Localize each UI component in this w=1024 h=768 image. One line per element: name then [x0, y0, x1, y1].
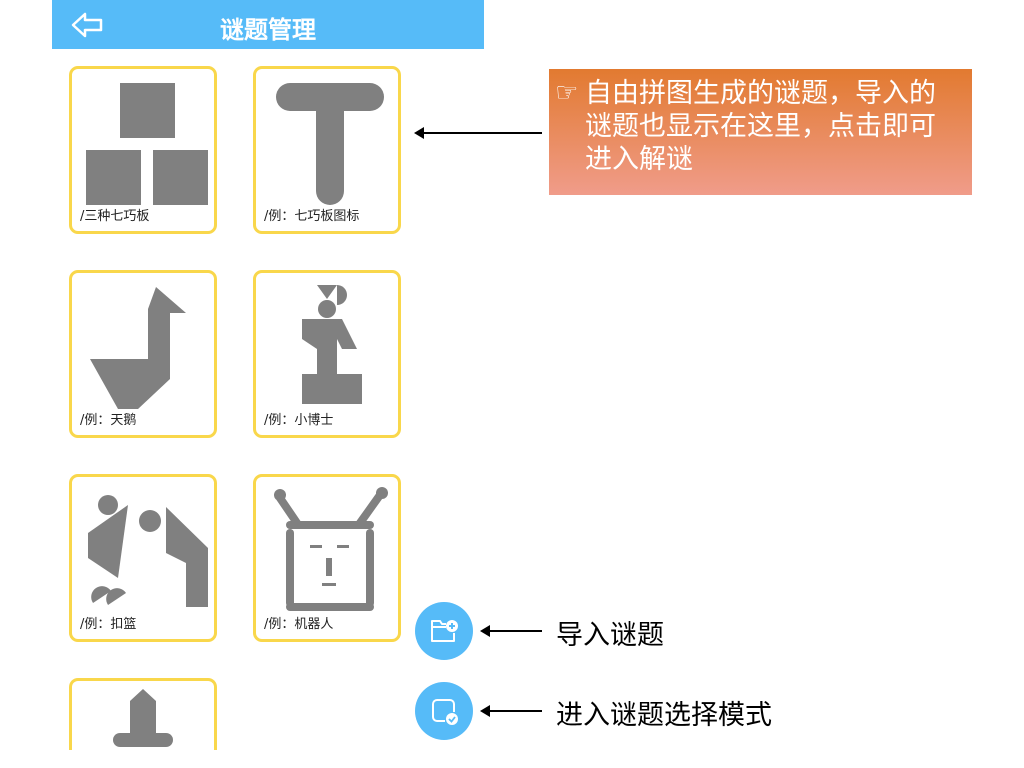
puzzle-card[interactable]: /例：七巧板图标: [253, 66, 401, 234]
puzzle-label: /例：天鹅: [80, 413, 137, 428]
puzzle-card[interactable]: /三种七巧板: [69, 66, 217, 234]
select-check-icon: [432, 699, 458, 725]
puzzle-thumbnail: [90, 287, 186, 409]
puzzle-card[interactable]: /例：天鹅: [69, 270, 217, 438]
puzzle-label: /例：七巧板图标: [264, 209, 360, 224]
pointing-hand-icon: ☞: [555, 78, 579, 108]
import-puzzle-button[interactable]: [415, 602, 473, 660]
select-mode-button[interactable]: [415, 682, 473, 740]
import-arrow: [480, 625, 542, 637]
select-mode-arrow: [480, 705, 542, 717]
puzzle-label: /例：扣篮: [80, 617, 137, 632]
puzzle-thumbnail: [276, 83, 384, 205]
callout-text: 自由拼图生成的谜题，导入的谜题也显示在这里，点击即可进入解谜: [585, 78, 936, 175]
puzzle-label: /例：机器人: [264, 617, 334, 632]
header-bar: 谜题管理: [52, 0, 484, 49]
folder-add-icon: [431, 620, 458, 642]
puzzle-thumbnail: [302, 285, 362, 404]
puzzle-thumbnail: [86, 83, 208, 205]
puzzle-card[interactable]: /例：机器人: [253, 474, 401, 642]
puzzle-thumbnail: [113, 689, 173, 747]
puzzle-label: /三种七巧板: [80, 209, 150, 224]
puzzle-card[interactable]: [69, 678, 217, 750]
puzzle-card[interactable]: /例：扣篮: [69, 474, 217, 642]
callout-arrow: [414, 127, 542, 139]
puzzle-thumbnail: [274, 487, 388, 611]
arrow-left-icon[interactable]: [70, 10, 104, 40]
select-mode-hint: 进入谜题选择模式: [556, 700, 772, 731]
page-title: 谜题管理: [220, 16, 316, 44]
puzzle-thumbnail: [88, 495, 208, 607]
puzzle-card[interactable]: /例：小博士: [253, 270, 401, 438]
puzzle-list-callout: ☞ 自由拼图生成的谜题，导入的谜题也显示在这里，点击即可进入解谜: [549, 69, 972, 195]
puzzle-label: /例：小博士: [264, 413, 334, 428]
import-hint: 导入谜题: [556, 620, 664, 651]
puzzle-area: 谜题管理 /三种七巧板 /例：七巧板图标 /例：天鹅 /例：小博士 /例：扣篮 …: [52, 0, 484, 750]
